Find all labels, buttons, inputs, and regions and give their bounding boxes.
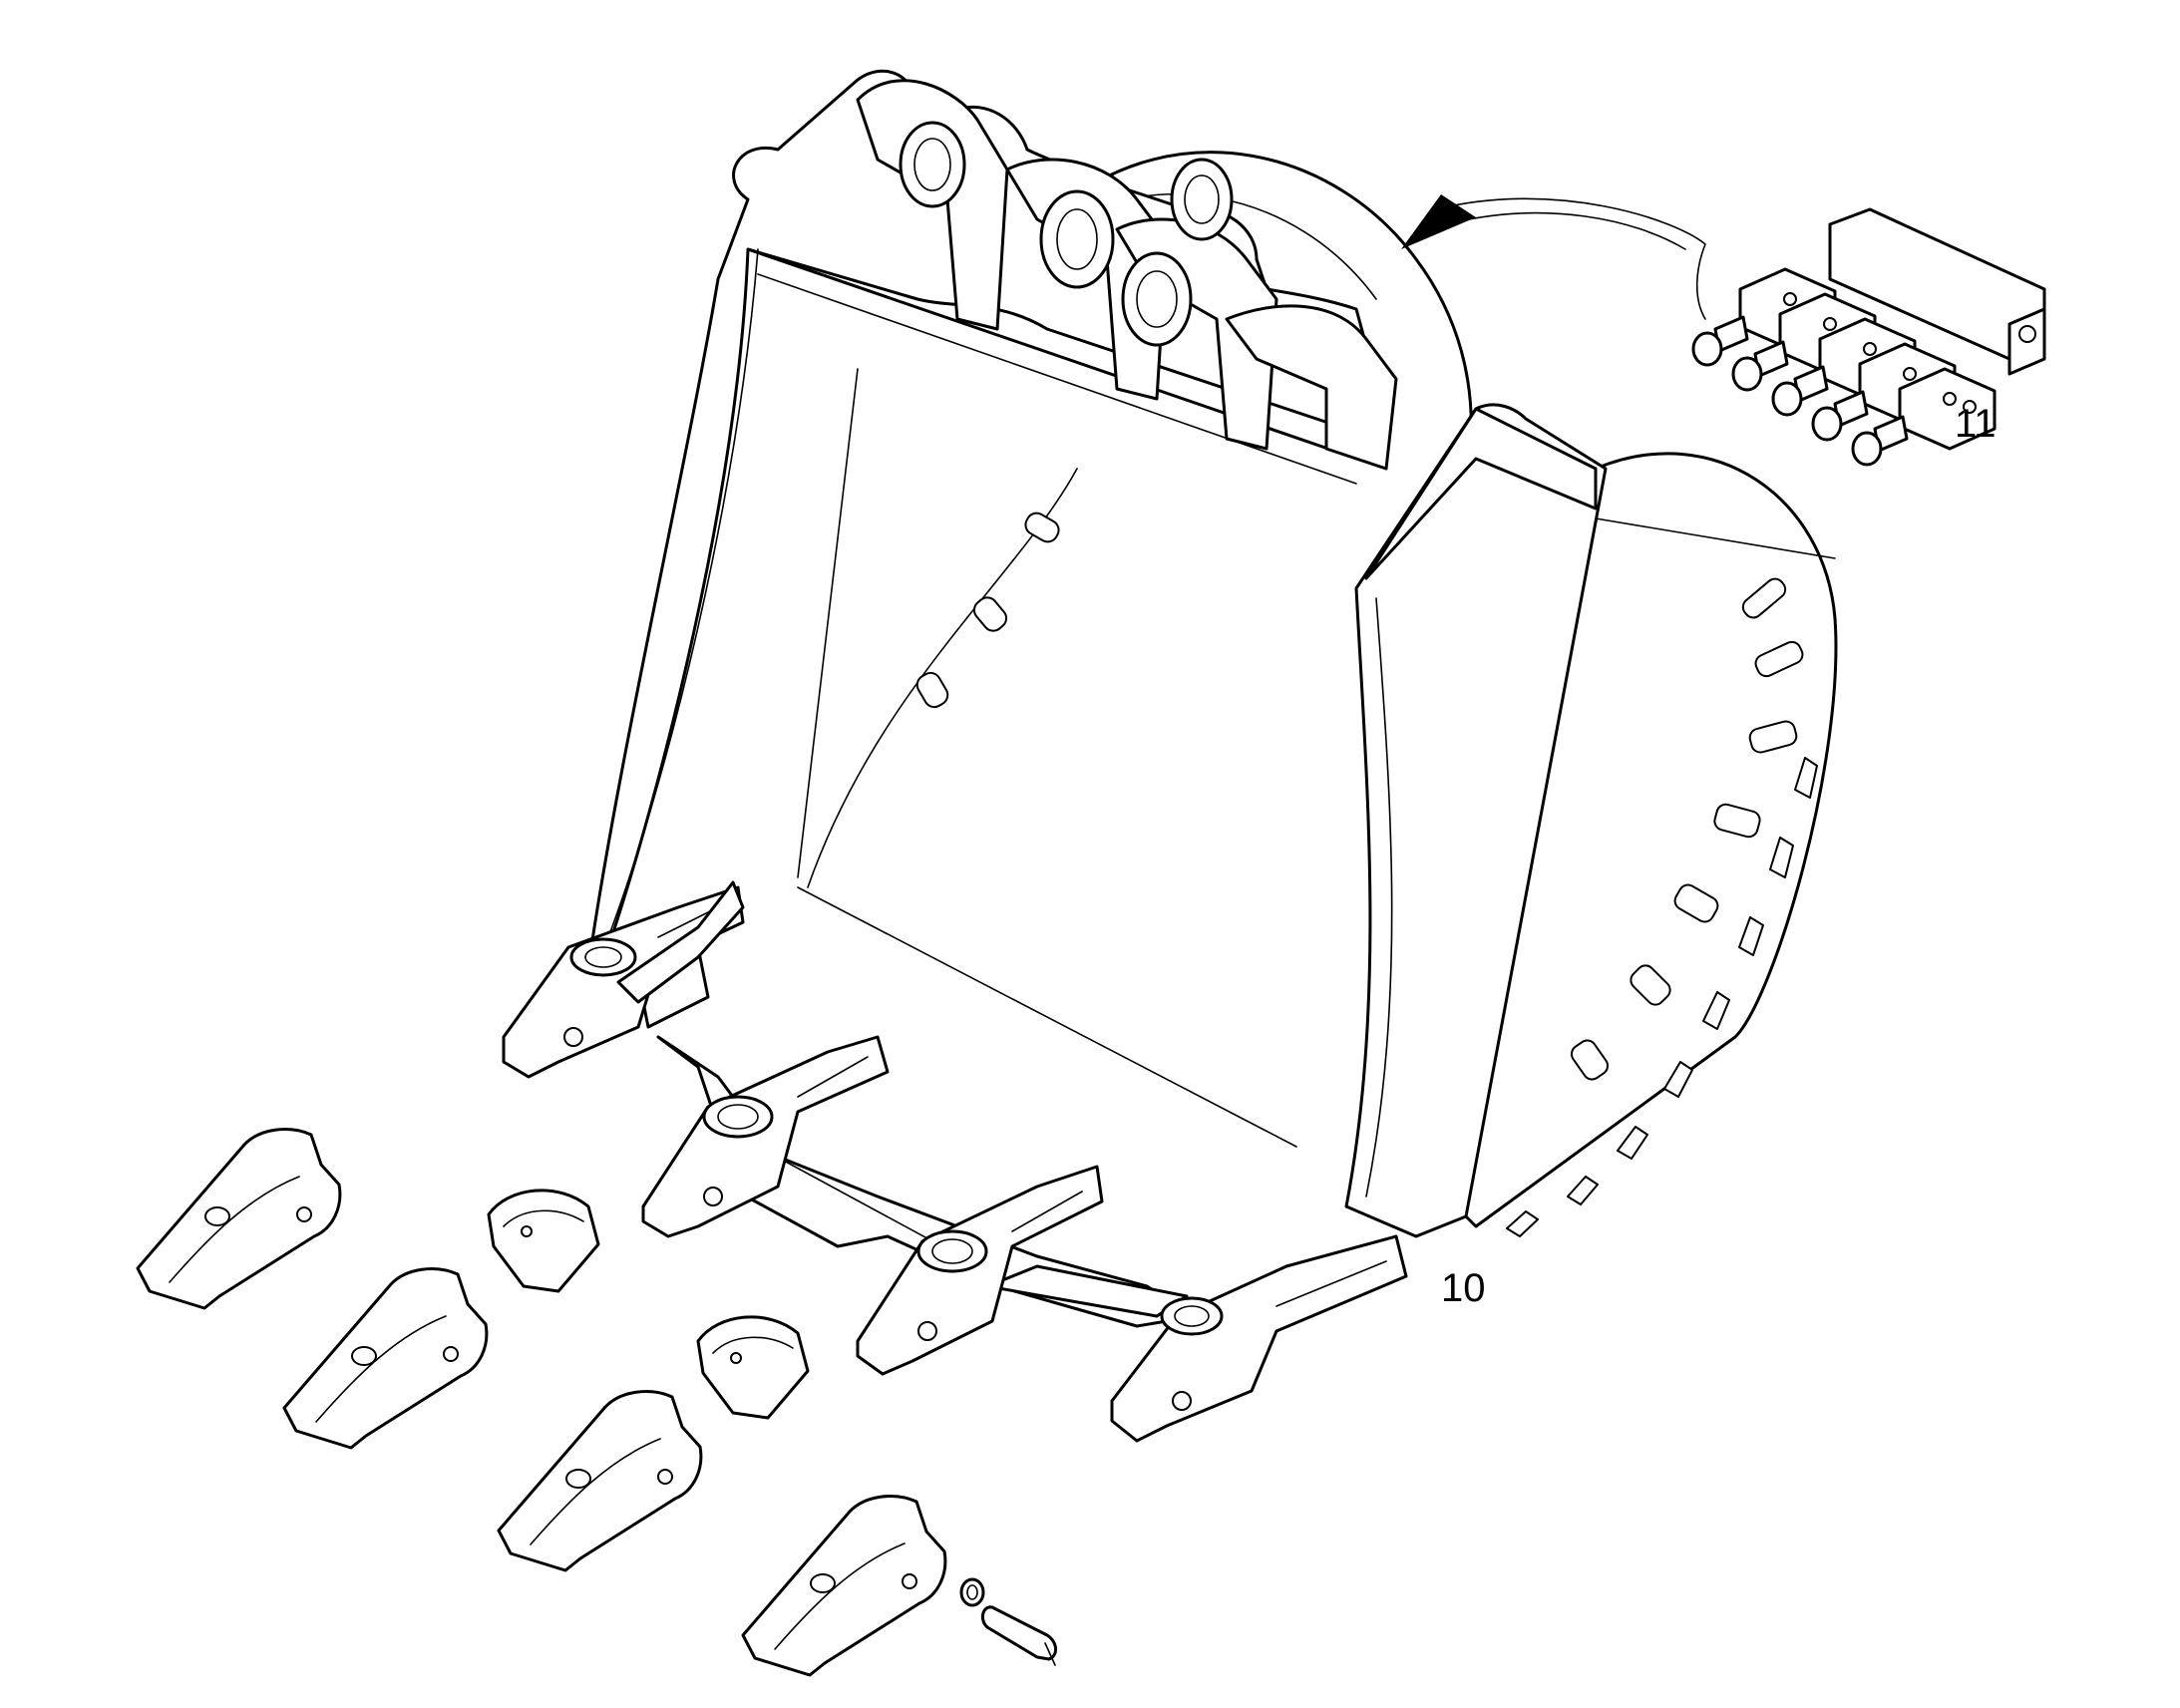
tooth-retainer xyxy=(487,1189,600,1293)
leader-arrow xyxy=(1401,194,1706,320)
bucket-tooth xyxy=(497,1390,703,1572)
bucket-tooth xyxy=(136,1128,342,1310)
retaining-pin xyxy=(980,1605,1057,1666)
bucket-tooth xyxy=(741,1495,947,1677)
tooth-adapter xyxy=(1110,1234,1408,1443)
lubrication-valve-block xyxy=(1691,207,2046,467)
valve-section xyxy=(1851,367,1997,467)
excavator-bucket xyxy=(502,69,1838,1443)
tooth-adapter xyxy=(856,1165,1104,1376)
callout-label-valve-block: 11 xyxy=(1955,402,1997,446)
tooth-adapter xyxy=(641,1035,890,1238)
bucket-tooth xyxy=(282,1267,489,1450)
retainer-washer xyxy=(959,1577,985,1607)
callout-label-bucket: 10 xyxy=(1441,1266,1486,1310)
tooth-retainer xyxy=(696,1315,810,1420)
